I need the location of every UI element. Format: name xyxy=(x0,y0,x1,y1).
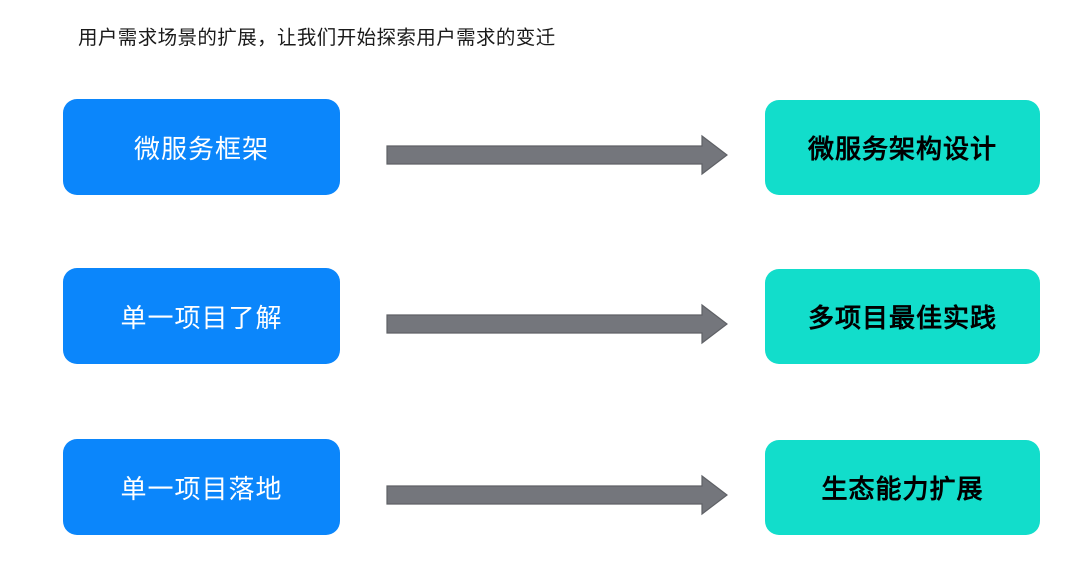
page-title: 用户需求场景的扩展，让我们开始探索用户需求的变迁 xyxy=(78,27,556,49)
source-node-label: 单一项目了解 xyxy=(120,302,283,333)
source-node-label: 单一项目落地 xyxy=(120,473,283,504)
arrow-right-icon xyxy=(386,474,728,516)
target-node-2[interactable]: 多项目最佳实践 xyxy=(765,269,1040,364)
arrow-right-icon xyxy=(386,303,728,345)
target-node-label: 多项目最佳实践 xyxy=(807,303,997,333)
arrow-right-icon xyxy=(386,134,728,176)
target-node-3[interactable]: 生态能力扩展 xyxy=(765,440,1040,535)
target-node-label: 微服务架构设计 xyxy=(807,134,997,164)
evolution-row: 单一项目落地 生态能力扩展 xyxy=(0,432,1080,542)
target-node-1[interactable]: 微服务架构设计 xyxy=(765,100,1040,195)
evolution-row: 微服务框架 微服务架构设计 xyxy=(0,92,1080,202)
source-node-label: 微服务框架 xyxy=(133,133,269,164)
source-node-2[interactable]: 单一项目了解 xyxy=(63,268,340,364)
target-node-label: 生态能力扩展 xyxy=(821,474,984,504)
evolution-row: 单一项目了解 多项目最佳实践 xyxy=(0,261,1080,371)
source-node-1[interactable]: 微服务框架 xyxy=(63,99,340,195)
source-node-3[interactable]: 单一项目落地 xyxy=(63,439,340,535)
